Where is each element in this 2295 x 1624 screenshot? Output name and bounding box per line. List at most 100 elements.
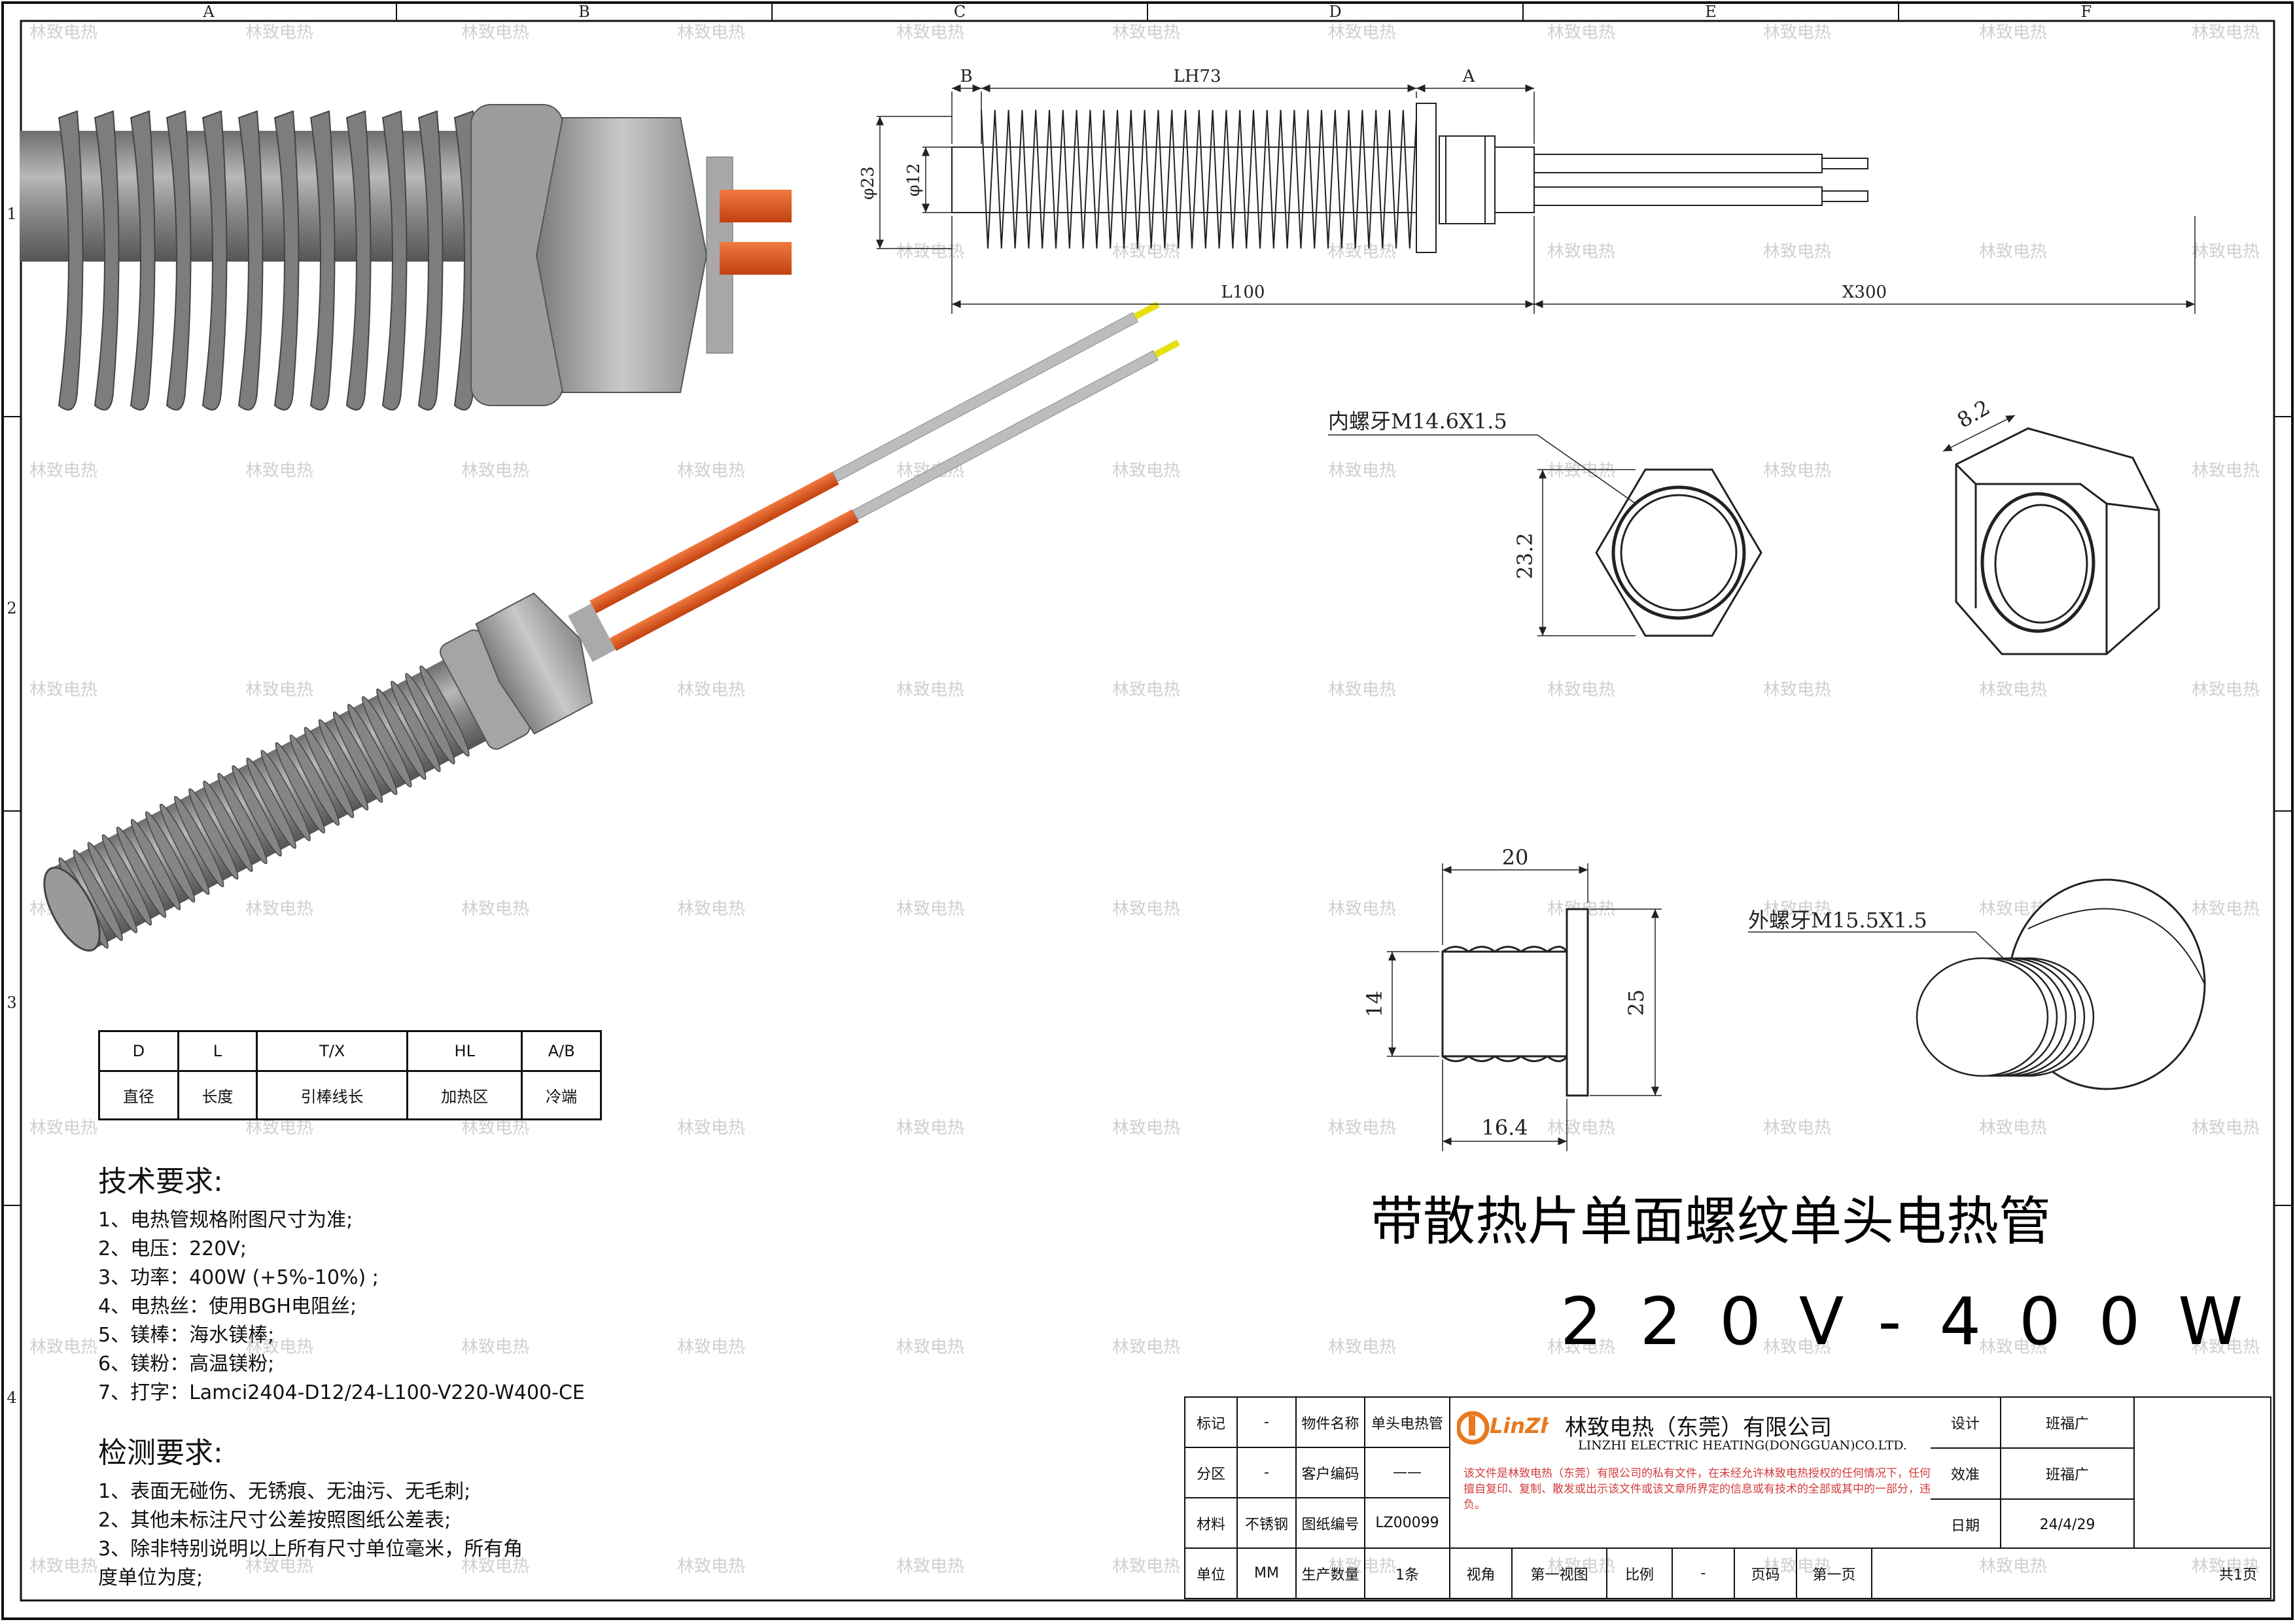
legend-meaning: 加热区 — [406, 1070, 523, 1120]
watermark: 林致电热 — [1328, 242, 1396, 262]
legend-header: D — [98, 1030, 179, 1073]
tb-scale-value: - — [1672, 1547, 1735, 1599]
dim-d12: φ12 — [904, 163, 924, 196]
heater-3d-full — [43, 301, 1180, 952]
company-name-en: LINZHI ELECTRIC HEATING(DONGGUAN)CO.LTD. — [1578, 1438, 1907, 1453]
ortho-drawing — [876, 84, 2196, 314]
watermark: 林致电热 — [2192, 23, 2260, 43]
tb-unit-label: 单位 — [1184, 1547, 1238, 1599]
product-spec: 220V-400W — [1560, 1283, 2281, 1360]
tb-zone-value: - — [1236, 1447, 1297, 1498]
watermark: 林致电热 — [2192, 1338, 2260, 1357]
tb-company-cell: LinZhi 林致电热（东莞）有限公司 LINZHI ELECTRIC HEAT… — [1448, 1396, 1931, 1549]
column-label: C — [954, 3, 966, 21]
hex-nut-iso-view — [1942, 415, 2160, 655]
inspection-item: 2、其他未标注尺寸公差按照图纸公差表; — [98, 1509, 451, 1532]
watermark: 林致电热 — [1979, 23, 2047, 43]
tb-date-value: 24/4/29 — [2000, 1498, 2135, 1547]
tb-unit-value: MM — [1236, 1547, 1297, 1599]
inspection-item: 1、表面无碰伤、无锈痕、无油污、无毛刺; — [98, 1480, 471, 1503]
watermark: 林致电热 — [896, 1338, 964, 1357]
nut-thread-label: 内螺牙M14.6X1.5 — [1328, 409, 1507, 434]
watermark: 林致电热 — [245, 680, 313, 700]
watermark: 林致电热 — [677, 1557, 745, 1576]
watermark: 林致电热 — [677, 680, 745, 700]
inspection-title: 检测要求: — [98, 1436, 223, 1470]
legend-header: L — [177, 1030, 258, 1073]
watermark: 林致电热 — [1112, 461, 1180, 481]
watermark: 林致电热 — [896, 899, 964, 919]
watermark: 林致电热 — [677, 461, 745, 481]
legend-meaning: 引棒线长 — [256, 1070, 409, 1120]
column-label: D — [1329, 3, 1341, 21]
watermark: 林致电热 — [1763, 23, 1831, 43]
tb-scale-label: 比例 — [1606, 1547, 1673, 1599]
watermark: 林致电热 — [245, 1118, 313, 1138]
watermark: 林致电热 — [1112, 23, 1180, 43]
tb-zone-label: 分区 — [1184, 1447, 1238, 1498]
tb-drawing-no-label: 图纸编号 — [1295, 1497, 1365, 1549]
tb-mark-label: 标记 — [1184, 1396, 1238, 1448]
tb-qty-value: 1条 — [1364, 1547, 1450, 1599]
fitting-width-label: 20 — [1502, 845, 1529, 870]
tb-view-label: 视角 — [1449, 1547, 1513, 1599]
watermark: 林致电热 — [245, 461, 313, 481]
watermark: 林致电热 — [1547, 1338, 1615, 1357]
watermark: 林致电热 — [1763, 899, 1831, 919]
column-label: B — [578, 3, 590, 21]
row-label: 3 — [7, 993, 16, 1012]
watermark: 林致电热 — [1763, 461, 1831, 481]
column-label: A — [202, 3, 215, 21]
company-name-cn: 林致电热（东莞）有限公司 — [1565, 1415, 1832, 1441]
tb-date-label: 日期 — [1931, 1498, 2002, 1547]
dim-b: B — [960, 67, 972, 86]
watermark: 林致电热 — [1328, 680, 1396, 700]
watermark: 林致电热 — [245, 1557, 313, 1576]
watermark: 林致电热 — [677, 23, 745, 43]
inspection-item: 3、除非特别说明以上所有尺寸单位毫米，所有角 — [98, 1538, 523, 1561]
watermark: 林致电热 — [896, 242, 964, 262]
watermark: 林致电热 — [1979, 680, 2047, 700]
tb-material-label: 材料 — [1184, 1497, 1238, 1549]
watermark: 林致电热 — [461, 899, 529, 919]
fitting-thread-label: 外螺牙M15.5X1.5 — [1748, 908, 1927, 933]
row-label: 1 — [7, 205, 16, 223]
watermark: 林致电热 — [29, 1557, 97, 1576]
svg-text:LinZhi: LinZhi — [1490, 1413, 1549, 1438]
watermark: 林致电热 — [896, 680, 964, 700]
tb-check-value: 班福广 — [2000, 1447, 2135, 1500]
tech-requirement-item: 4、电热丝：使用BGH电阻丝; — [98, 1295, 357, 1318]
watermark: 林致电热 — [1547, 680, 1615, 700]
inspection-requirements: 检测要求: 1、表面无碰伤、无锈痕、无油污、无毛刺; 2、其他未标注尺寸公差按照图… — [98, 1429, 523, 1593]
watermark: 林致电热 — [461, 23, 529, 43]
watermark: 林致电热 — [1112, 1557, 1180, 1576]
tb-drawing-no-value: LZ00099 — [1364, 1497, 1450, 1549]
watermark: 林致电热 — [29, 23, 97, 43]
row-label: 2 — [7, 599, 16, 617]
watermark: 林致电热 — [1547, 1118, 1615, 1138]
confidential-notice: 该文件是林致电热（东莞）有限公司的私有文件，在未经允许林致电热授权的任何情况下，… — [1463, 1467, 1931, 1512]
fitting-side-view — [1387, 863, 1662, 1151]
watermark: 林致电热 — [1328, 23, 1396, 43]
watermark: 林致电热 — [896, 1118, 964, 1138]
fitting-flange-height-label: 25 — [1624, 990, 1649, 1016]
tb-material-value: 不锈钢 — [1236, 1497, 1297, 1549]
watermark: 林致电热 — [29, 461, 97, 481]
watermark: 林致电热 — [1547, 461, 1615, 481]
inspection-item: 度单位为度; — [98, 1566, 203, 1589]
tb-view-value: 第一视图 — [1511, 1547, 1607, 1599]
tb-part-name-value: 单头电热管 — [1364, 1396, 1450, 1448]
legend-header: A/B — [521, 1030, 602, 1073]
watermark: 林致电热 — [1979, 1118, 2047, 1138]
watermark: 林致电热 — [1112, 680, 1180, 700]
legend-header: HL — [406, 1030, 523, 1073]
tb-check-label: 效准 — [1931, 1447, 2002, 1500]
tb-customer-code-label: 客户编码 — [1295, 1447, 1365, 1498]
tech-requirement-item: 2、电压：220V; — [98, 1237, 247, 1260]
tb-page-label: 页码 — [1734, 1547, 1797, 1599]
watermark: 林致电热 — [1763, 680, 1831, 700]
zone-ticks — [3, 3, 2292, 1206]
